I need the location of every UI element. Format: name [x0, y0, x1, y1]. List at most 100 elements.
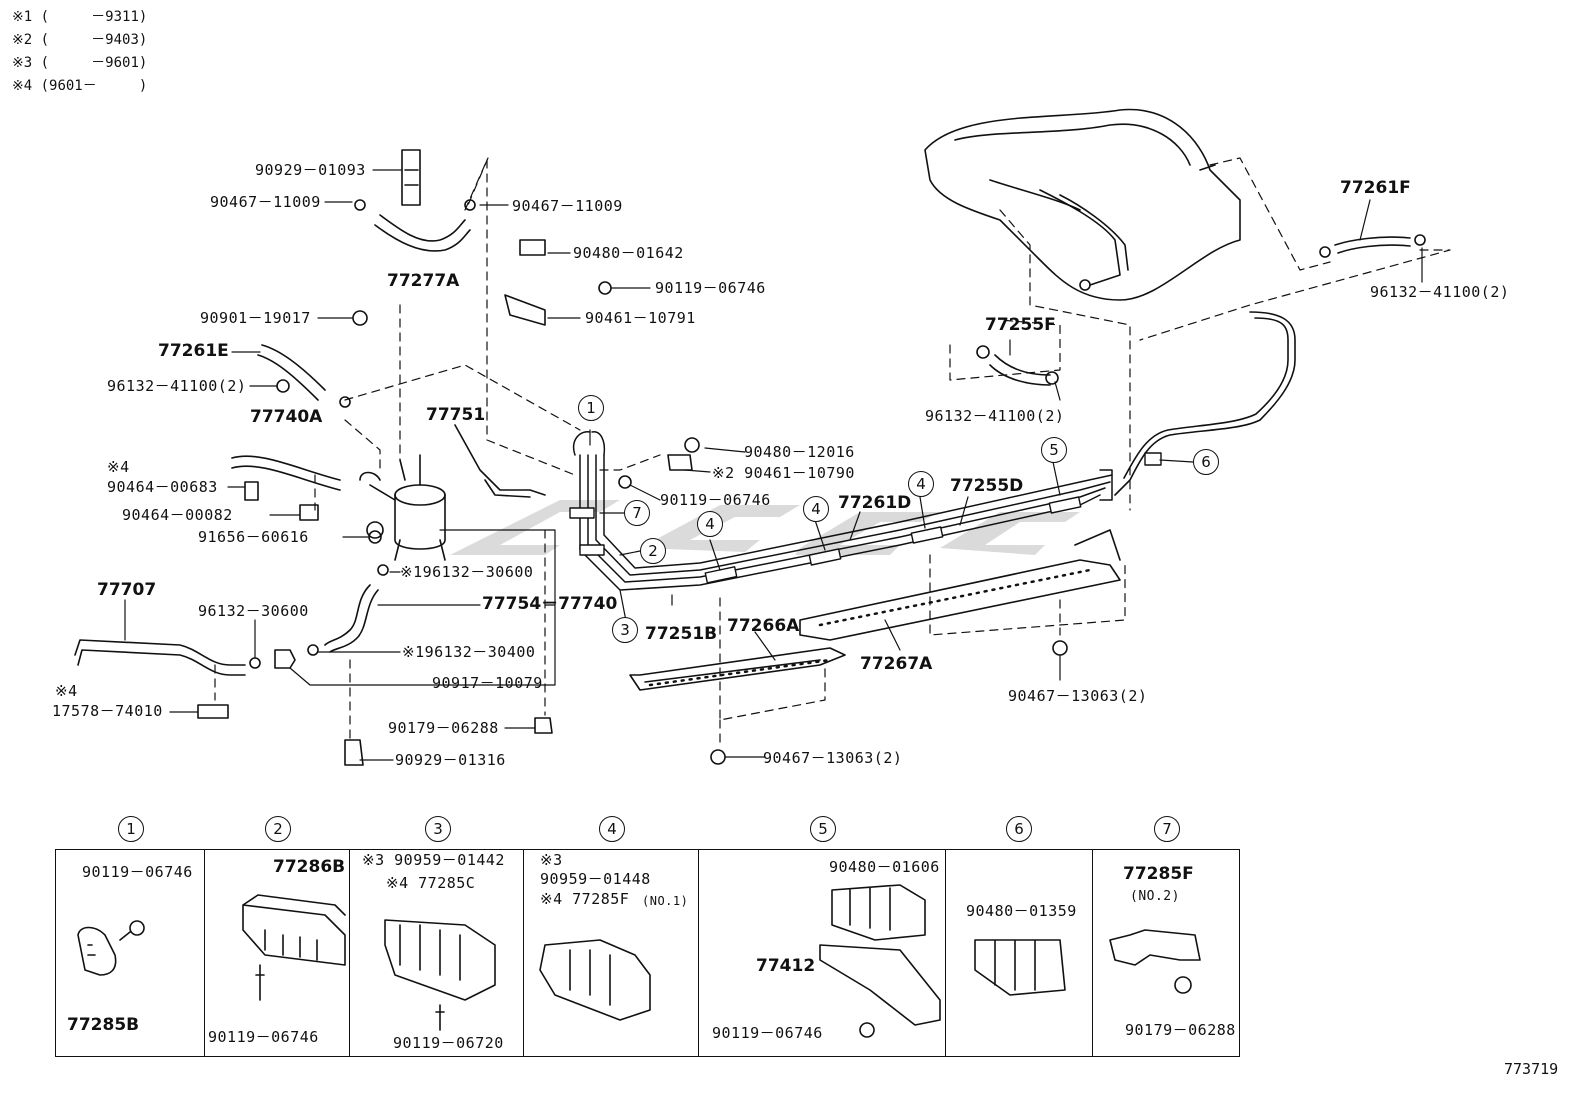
callout-2[interactable]: 2 [640, 538, 666, 564]
part-label[interactable]: 77751 [426, 405, 486, 425]
panel-4 [524, 849, 699, 1057]
part-label[interactable]: 77267A [860, 654, 933, 674]
part-label[interactable]: 90929－01316 [395, 751, 506, 769]
part-label[interactable]: 90464－00082 [122, 506, 233, 524]
part-label[interactable]: 90461－10791 [585, 309, 696, 327]
part-label[interactable]: 90959－01448 [540, 870, 651, 888]
hose-77754 [324, 584, 379, 653]
part-label[interactable]: 90480－01359 [966, 902, 1077, 920]
assembly-dashed-lines [214, 157, 1451, 746]
panel-6-number: 6 [1006, 816, 1032, 842]
callout-4[interactable]: 4 [908, 471, 934, 497]
part-label[interactable]: 77285F [1123, 864, 1194, 884]
panel-5-number: 5 [810, 816, 836, 842]
part-label[interactable]: 77740A [250, 407, 323, 427]
part-label[interactable]: 77412 [756, 956, 816, 976]
hose-77277a [374, 214, 471, 252]
part-label[interactable]: 91656－60616 [198, 528, 309, 546]
part-label[interactable]: 90119－06746 [655, 279, 766, 297]
part-label[interactable]: 96132－41100(2) [107, 377, 247, 395]
panel-2 [204, 849, 350, 1057]
part-label[interactable]: 90467－11009 [512, 197, 623, 215]
part-label[interactable]: 77261F [1340, 178, 1411, 198]
part-label[interactable]: 90901－19017 [200, 309, 311, 327]
panel-part-drawings [77, 884, 1201, 1038]
part-label[interactable]: 77251B [645, 624, 718, 644]
callout-1[interactable]: 1 [578, 395, 604, 421]
hose-77261e [257, 344, 326, 401]
callout-4[interactable]: 4 [803, 496, 829, 522]
note-4: ※4 (9601－ ) [12, 78, 148, 94]
note-1: ※1 ( －9311) [12, 9, 148, 25]
part-label[interactable]: 90917－10079 [432, 674, 543, 692]
panel-3-number: 3 [425, 816, 451, 842]
leader-lines [124, 169, 1423, 761]
part-label[interactable]: 90464－00683 [107, 478, 218, 496]
part-label[interactable]: 90119－06746 [660, 491, 771, 509]
part-label[interactable]: ※2 90461－10790 [712, 464, 855, 482]
part-label[interactable]: 77266A [727, 616, 800, 636]
protector-77266a [629, 647, 846, 691]
part-label[interactable]: 90480－12016 [744, 443, 855, 461]
part-label[interactable]: 77261D [838, 493, 912, 513]
protector-77267a [799, 529, 1121, 641]
part-label[interactable]: 90480－01642 [573, 244, 684, 262]
part-label[interactable]: 77754－77740 [482, 594, 618, 614]
part-label[interactable]: ※196132－30600 [400, 563, 534, 581]
return-pipe [1114, 311, 1296, 496]
part-label[interactable]: 77285B [67, 1015, 140, 1035]
part-label[interactable]: 77707 [97, 580, 157, 600]
part-label[interactable]: ※4 77285F [540, 890, 630, 908]
part-label[interactable]: 90119－06720 [393, 1034, 504, 1052]
fuel-tank [924, 108, 1241, 301]
panel-2-number: 2 [265, 816, 291, 842]
part-label[interactable]: 96132－41100(2) [1370, 283, 1510, 301]
panel-7 [1093, 849, 1240, 1057]
callout-6[interactable]: 6 [1193, 449, 1219, 475]
diagram-id: 773719 [1504, 1060, 1559, 1078]
part-label[interactable]: 96132－30600 [198, 602, 309, 620]
callout-3[interactable]: 3 [612, 617, 638, 643]
note-marker: ※4 [55, 682, 78, 700]
panel-6 [946, 849, 1093, 1057]
part-label[interactable]: 90119－06746 [712, 1024, 823, 1042]
part-label[interactable]: 96132－41100(2) [925, 407, 1065, 425]
part-label[interactable]: 77286B [273, 857, 346, 877]
part-label[interactable]: 90480－01606 [829, 858, 940, 876]
part-label[interactable]: 90467－13063(2) [763, 749, 903, 767]
part-label[interactable]: 90467－11009 [210, 193, 321, 211]
panel-5 [699, 849, 946, 1057]
part-label[interactable]: 90179－06288 [1125, 1021, 1236, 1039]
panel-4-number: 4 [599, 816, 625, 842]
note-marker: ※4 [107, 458, 130, 476]
part-label[interactable]: ※3 90959－01442 [362, 851, 505, 869]
part-label-suffix: (NO.2) [1130, 889, 1180, 904]
part-label[interactable]: ※196132－30400 [402, 643, 536, 661]
part-label[interactable]: 90179－06288 [388, 719, 499, 737]
bracket-77751 [454, 424, 546, 498]
note-3: ※3 ( －9601) [12, 55, 148, 71]
part-label[interactable]: 77261E [158, 341, 229, 361]
hose-77261f [1334, 236, 1411, 254]
part-label[interactable]: ※4 77285C [386, 874, 476, 892]
clamp-marks [569, 452, 1162, 584]
part-label[interactable]: 90119－06746 [208, 1028, 319, 1046]
note-marker: ※3 [540, 851, 563, 869]
part-label[interactable]: 77277A [387, 271, 460, 291]
part-label[interactable]: 90467－13063(2) [1008, 687, 1148, 705]
callout-4[interactable]: 4 [697, 511, 723, 537]
part-label[interactable]: 77255F [985, 315, 1056, 335]
pipe-77707 [74, 639, 246, 676]
callout-7[interactable]: 7 [624, 500, 650, 526]
panel-1-number: 1 [118, 816, 144, 842]
part-label[interactable]: 17578－74010 [52, 702, 163, 720]
hose-77255f [989, 354, 1051, 386]
callout-5[interactable]: 5 [1041, 437, 1067, 463]
part-label[interactable]: 77255D [950, 476, 1024, 496]
part-label[interactable]: 90929－01093 [255, 161, 366, 179]
panel-7-number: 7 [1154, 816, 1180, 842]
part-label-suffix: (NO.1) [642, 894, 689, 908]
part-label[interactable]: 90119－06746 [82, 863, 193, 881]
charcoal-canister [359, 454, 446, 561]
